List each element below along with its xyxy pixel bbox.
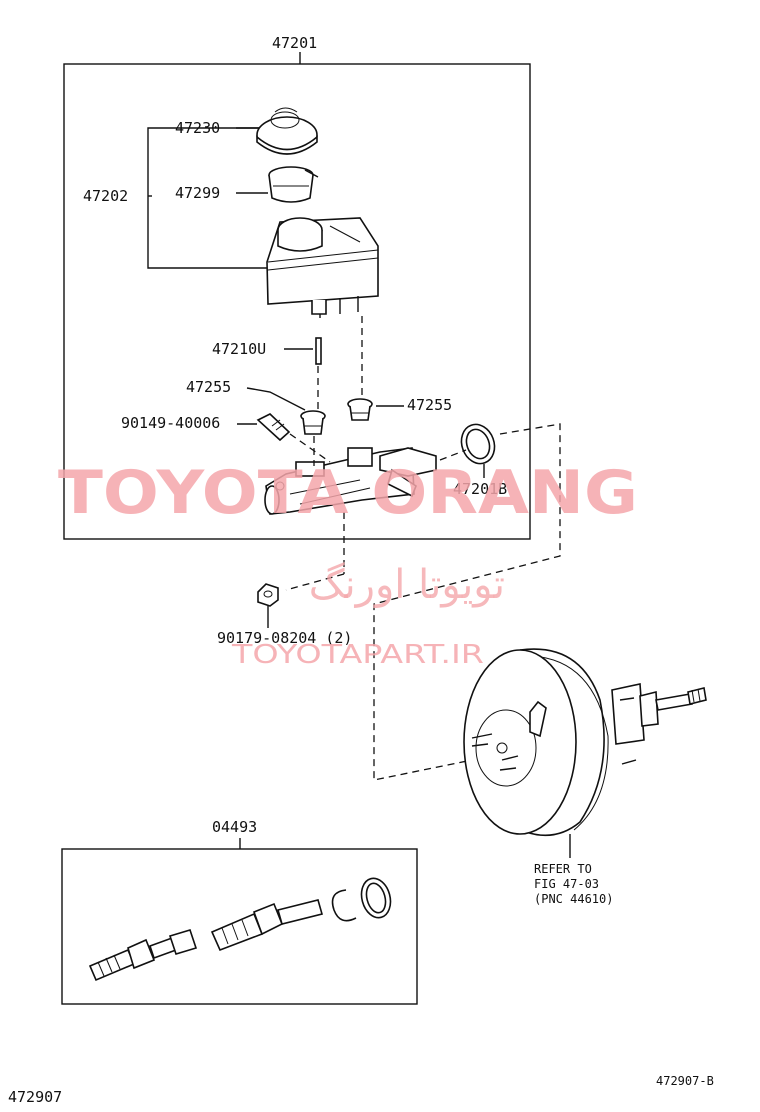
label-figure-number: 472907 bbox=[8, 1088, 62, 1106]
grommet-left bbox=[300, 410, 326, 435]
dash-booster-link bbox=[373, 423, 561, 781]
dash-bolt bbox=[289, 433, 331, 463]
brake-booster bbox=[463, 648, 707, 858]
label-kit: 04493 bbox=[212, 818, 257, 836]
nut bbox=[257, 583, 279, 607]
dash-nut-2 bbox=[285, 573, 345, 591]
brake-fluid-reservoir bbox=[266, 217, 379, 318]
union-bolt bbox=[256, 413, 291, 442]
label-cap: 47230 bbox=[175, 119, 220, 137]
watermark-persian: تویوتا اورنگ bbox=[309, 562, 505, 608]
label-pin: 47210U bbox=[212, 340, 266, 358]
o-ring bbox=[460, 423, 496, 465]
watermark-url: TOYOTAPART.IR bbox=[231, 640, 484, 670]
assembly-frame bbox=[63, 63, 531, 540]
kit-piston-secondary bbox=[210, 899, 323, 952]
reservoir-strainer bbox=[268, 166, 319, 203]
kit-frame bbox=[61, 848, 418, 1005]
label-refer-1: REFER TO bbox=[534, 862, 592, 876]
label-grommet-left: 47255 bbox=[186, 378, 231, 396]
label-refer-2: FIG 47-03 bbox=[534, 877, 599, 891]
label-refer-3: (PNC 44610) bbox=[534, 892, 613, 906]
watermark-brand: TOYOTA ORANG bbox=[58, 458, 638, 528]
dash-oring bbox=[439, 449, 467, 461]
label-o-ring: 47201B bbox=[453, 480, 507, 498]
label-grommet-right: 47255 bbox=[407, 396, 452, 414]
kit-snap-ring bbox=[331, 889, 357, 922]
grommet-right bbox=[347, 398, 373, 421]
master-cylinder bbox=[264, 447, 437, 515]
reservoir-pin bbox=[315, 337, 322, 365]
label-assembly: 47201 bbox=[272, 34, 317, 52]
label-figure-code: 472907-B bbox=[656, 1074, 714, 1088]
grommet-left-leader bbox=[246, 387, 306, 411]
label-union-bolt: 90149-40006 bbox=[121, 414, 220, 432]
reservoir-cap bbox=[256, 107, 318, 155]
kit-piston-primary bbox=[88, 929, 198, 982]
label-strainer: 47299 bbox=[175, 184, 220, 202]
label-reservoir: 47202 bbox=[83, 187, 128, 205]
reservoir-bracket bbox=[147, 127, 268, 269]
label-nut: 90179-08204 (2) bbox=[217, 629, 352, 647]
kit-o-ring bbox=[360, 877, 392, 919]
